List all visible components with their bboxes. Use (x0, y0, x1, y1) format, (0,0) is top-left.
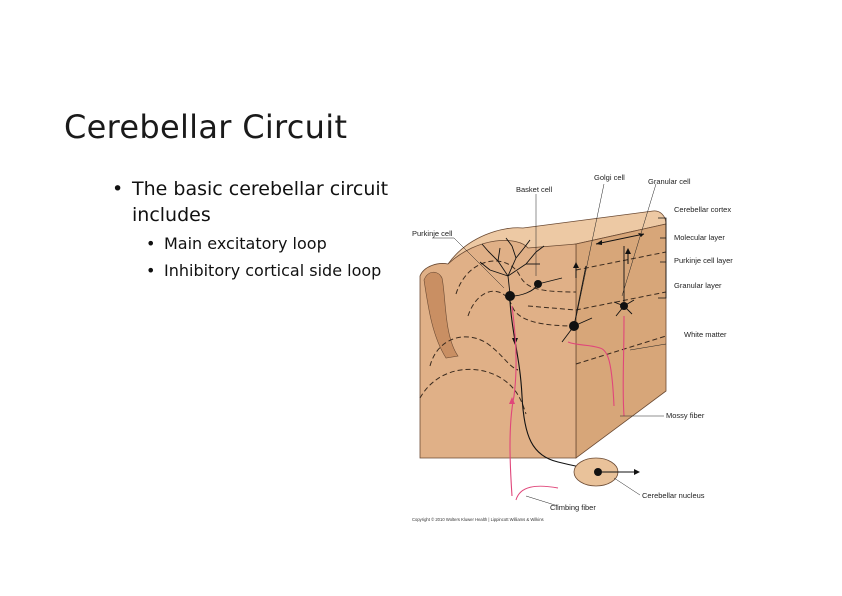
layer-boundary-front-2 (467, 290, 577, 327)
upward-arrowhead (625, 248, 631, 254)
layer-boundary-front-1 (455, 260, 577, 295)
label-mossy-fiber: Mossy fiber (666, 411, 705, 420)
sub-bullet-list: Main excitatory loop Inhibitory cortical… (146, 230, 412, 284)
bullet-main: The basic cerebellar circuit includes Ma… (112, 176, 412, 284)
layer-boundary-right-1 (575, 251, 667, 271)
sub-bullet-inhibitory: Inhibitory cortical side loop (146, 257, 412, 284)
nucleus-output-arrowhead (634, 469, 640, 475)
label-cerebellar-cortex: Cerebellar cortex (674, 205, 731, 214)
nucleus-neuron (594, 468, 602, 476)
basket-cell-axon (511, 277, 563, 297)
bullet-main-text: The basic cerebellar circuit includes (132, 178, 389, 226)
climbing-fiber-branch (515, 485, 559, 501)
label-molecular-layer: Molecular layer (674, 233, 725, 242)
parallel-fiber-arrow (595, 233, 645, 245)
cerebellar-circuit-diagram: Golgi cell Granular cell Basket cell Cer… (412, 173, 733, 522)
mossy-fiber-path (567, 315, 625, 417)
upward-arrowhead-left (573, 262, 579, 268)
label-climbing-fiber: Climbing fiber (550, 503, 596, 512)
layer-boundary-right-2 (527, 291, 667, 311)
block-right-face (575, 223, 667, 459)
figure-copyright: Copyright © 2010 Wolters Kluwer Health |… (412, 517, 544, 522)
block-front-face (419, 239, 577, 459)
bullet-list: The basic cerebellar circuit includes Ma… (112, 176, 412, 284)
slide-title: Cerebellar Circuit (64, 108, 348, 146)
cortex-layer-bracket (658, 217, 667, 299)
label-golgi-cell: Golgi cell (594, 173, 625, 182)
layer-boundary-front-4 (419, 368, 527, 415)
label-white-matter: White matter (684, 330, 727, 339)
golgi-cell-dendrite (561, 265, 593, 343)
purkinje-cell-body (505, 291, 515, 301)
label-purkinje-cell: Purkinje cell (412, 229, 453, 238)
label-purkinje-cell-layer: Purkinje cell layer (674, 256, 733, 265)
purkinje-dendrite-tree (479, 237, 545, 295)
label-leaders (432, 183, 667, 507)
climbing-fiber-arrow (509, 397, 515, 404)
label-granular-cell: Granular cell (648, 177, 691, 186)
label-cerebellar-nucleus: Cerebellar nucleus (642, 491, 705, 500)
label-basket-cell: Basket cell (516, 185, 553, 194)
layer-boundary-front-3 (429, 336, 519, 371)
parallel-fiber-arrowhead-right (638, 233, 644, 237)
sub-bullet-excitatory: Main excitatory loop (146, 230, 412, 257)
folium-groove (423, 271, 459, 359)
climbing-fiber-path (509, 305, 517, 497)
granular-cell-dendrites (613, 246, 635, 317)
label-granular-layer: Granular layer (674, 281, 722, 290)
parallel-fiber-arrowhead-left (596, 240, 602, 245)
